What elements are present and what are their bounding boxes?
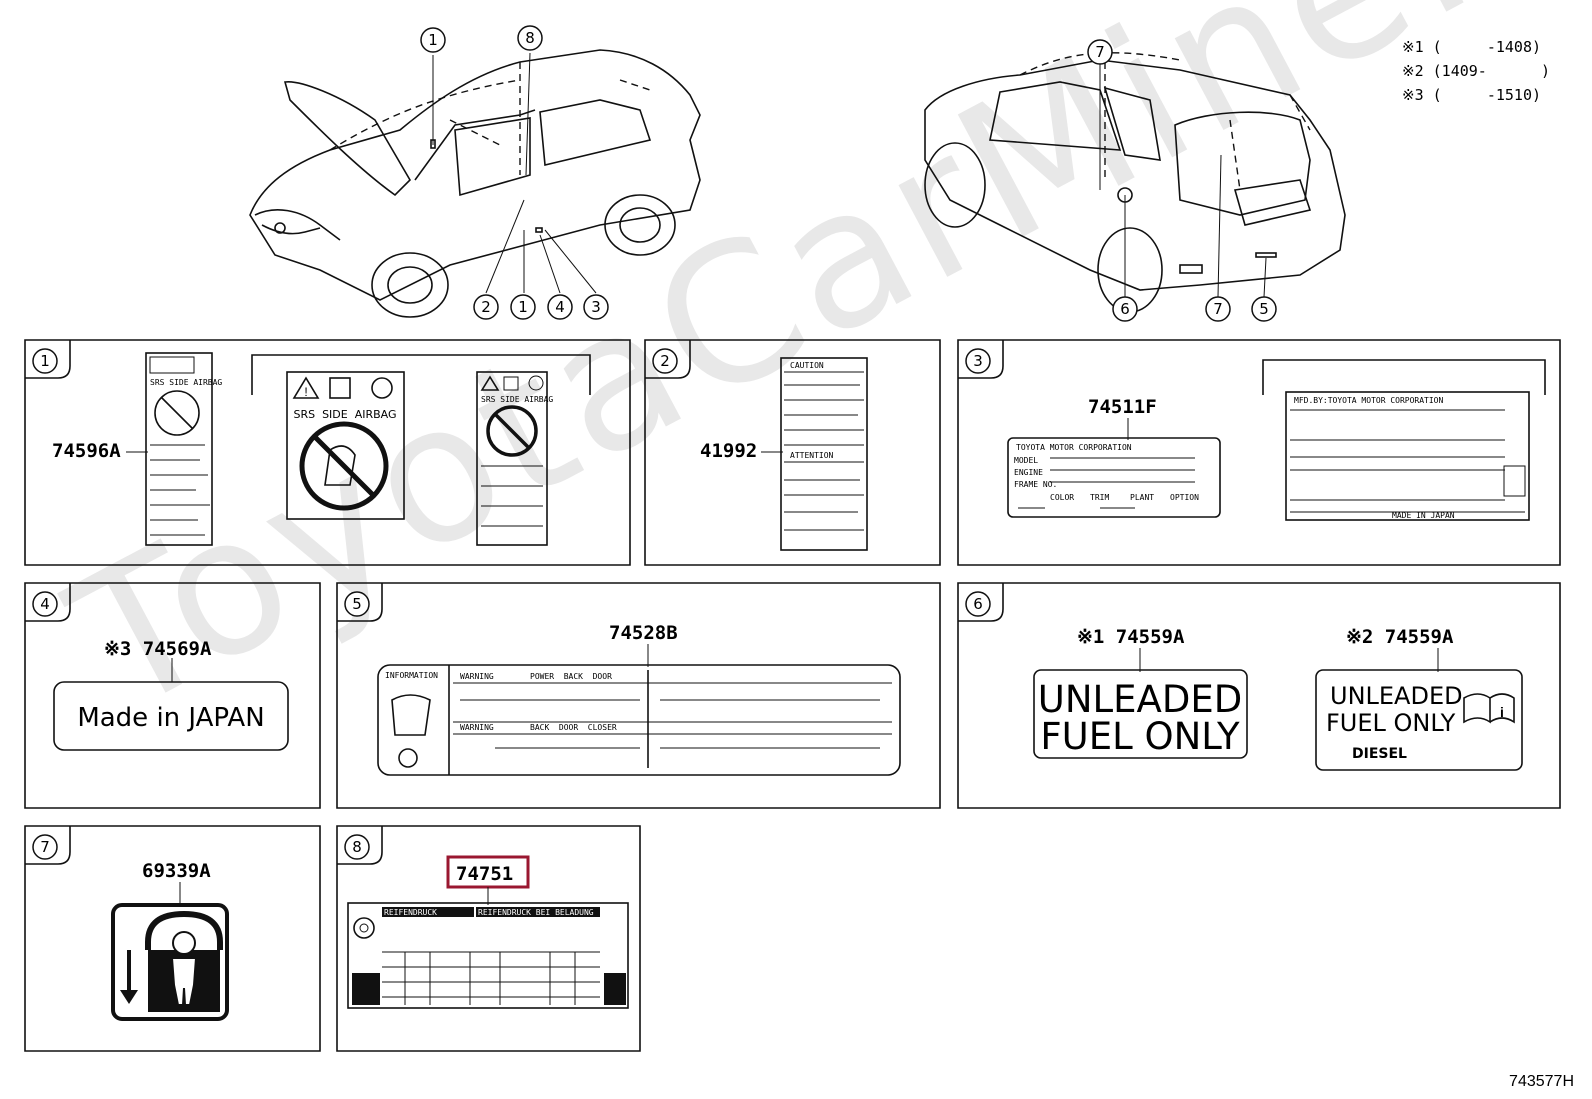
svg-text:REIFENDRUCK: REIFENDRUCK	[384, 908, 437, 917]
panel-number: 3	[973, 352, 983, 370]
label-74511f	[1007, 437, 1221, 518]
svg-text:i: i	[1500, 704, 1504, 720]
srs-small-text: SRS SIDE AIRBAG	[481, 395, 553, 404]
label-made-in-japan	[53, 681, 289, 751]
svg-text:FRAME NO.: FRAME NO.	[1014, 480, 1057, 489]
panel-number: 8	[352, 838, 362, 856]
svg-text:WARNING: WARNING	[460, 723, 494, 732]
callout-text: 2	[481, 298, 491, 316]
info-text: INFORMATION	[385, 671, 438, 680]
front-callouts: 1 8 2 1 4 3	[420, 25, 609, 320]
part-number: 74511F	[1088, 396, 1157, 418]
label-mfd-plate	[1285, 391, 1530, 521]
svg-text:MODEL: MODEL	[1014, 456, 1038, 465]
note-2: ※2 (1409- )	[1402, 62, 1550, 80]
part-number: ※1 74559A	[1077, 626, 1185, 648]
label-74596a-narrow	[145, 352, 213, 546]
callout-text: 1	[518, 298, 528, 316]
applicability-notes: ※1 ( -1408) ※2 (1409- ) ※3 ( -1510)	[1402, 38, 1550, 104]
callout-text: 5	[1259, 300, 1269, 318]
front-vehicle-illustration	[249, 49, 701, 318]
manual-book-icon	[1463, 693, 1515, 724]
part-number: 74596A	[52, 440, 121, 462]
panel-2: 2 41992 CAUTION ATTENTION	[644, 339, 941, 566]
label-unleaded-fuel-2	[1315, 669, 1523, 771]
label-srs-side-airbag-large	[286, 371, 405, 520]
callout-text: 7	[1213, 300, 1223, 318]
note-1: ※1 ( -1408)	[1402, 38, 1541, 56]
diesel-text: DIESEL	[1352, 746, 1407, 762]
svg-text:OPTION: OPTION	[1170, 493, 1199, 502]
svg-text:COLOR: COLOR	[1050, 493, 1074, 502]
svg-text:!: !	[304, 385, 307, 399]
caution-text: CAUTION	[790, 361, 824, 370]
part-number: 74528B	[609, 622, 678, 644]
srs-text: SRS SIDE AIRBAG	[293, 408, 396, 421]
svg-text:REIFENDRUCK BEI BELADUNG: REIFENDRUCK BEI BELADUNG	[478, 908, 594, 917]
part-number: 69339A	[142, 860, 211, 882]
part-number: 74751	[456, 863, 513, 885]
panel-number: 1	[40, 352, 50, 370]
panel-5: 5 74528B INFORMATION WARNING POWER BACK …	[336, 582, 941, 809]
label-srs-side-airbag-small	[476, 371, 548, 546]
label-41992	[780, 357, 868, 551]
rear-vehicle-illustration	[924, 50, 1346, 313]
svg-text:TRIM: TRIM	[1090, 493, 1109, 502]
svg-text:FUEL ONLY: FUEL ONLY	[1326, 709, 1456, 737]
corp-text: TOYOTA MOTOR CORPORATION	[1016, 443, 1132, 452]
attention-text: ATTENTION	[790, 451, 834, 460]
panel-number: 6	[973, 595, 983, 613]
part-number: ※2 74559A	[1346, 626, 1454, 648]
panel-number: 5	[352, 595, 362, 613]
svg-text:WARNING: WARNING	[460, 672, 494, 681]
callout-text: 7	[1095, 43, 1105, 61]
svg-text:BACK DOOR CLOSER: BACK DOOR CLOSER	[530, 723, 617, 732]
part-number: 41992	[700, 440, 757, 462]
callout-text: 8	[525, 29, 535, 47]
fuel-only-text: FUEL ONLY	[1040, 715, 1240, 758]
panel-number: 2	[660, 352, 670, 370]
panel-1: 1 74596A SRS SIDE AIRBAG ! SRS SIDE AIRB…	[24, 339, 631, 566]
part-number: ※3 74569A	[104, 638, 212, 660]
callout-text: 6	[1120, 300, 1130, 318]
label-74528b	[377, 664, 901, 776]
panel-4: 4 ※3 74569A Made in JAPAN	[24, 582, 321, 809]
note-3: ※3 ( -1510)	[1402, 86, 1541, 104]
panel-7: 7 69339A	[24, 825, 321, 1052]
panel-3: 3 74511F TOYOTA MOTOR CORPORATION MODEL …	[957, 339, 1561, 566]
svg-text:POWER BACK DOOR: POWER BACK DOOR	[530, 672, 612, 681]
callout-text: 4	[555, 298, 565, 316]
svg-text:UNLEADED: UNLEADED	[1330, 682, 1463, 710]
unleaded-text: UNLEADED	[1038, 678, 1242, 721]
made-in-japan-text: Made in JAPAN	[77, 703, 264, 733]
panel-number: 7	[40, 838, 50, 856]
panel-8: 8 74751 REIFENDRUCK REIFENDRUCK BEI BELA…	[336, 825, 641, 1052]
svg-text:ENGINE: ENGINE	[1014, 468, 1043, 477]
svg-text:PLANT: PLANT	[1130, 493, 1154, 502]
mfd-text: MFD.BY:TOYOTA MOTOR CORPORATION	[1294, 396, 1443, 405]
panel-number: 4	[40, 595, 50, 613]
panel-6: 6 ※1 74559A UNLEADED FUEL ONLY ※2 74559A…	[957, 582, 1561, 809]
label-unleaded-fuel-1	[1033, 669, 1248, 759]
rear-callouts: 7 6 7 5	[1087, 39, 1277, 322]
label-tire-pressure	[347, 902, 629, 1009]
made-in-japan-small: MADE IN JAPAN	[1392, 511, 1455, 520]
svg-text:SRS SIDE AIRBAG: SRS SIDE AIRBAG	[150, 378, 222, 387]
callout-text: 3	[591, 298, 601, 316]
callout-text: 1	[428, 31, 438, 49]
figure-id: 743577H	[1509, 1073, 1574, 1090]
